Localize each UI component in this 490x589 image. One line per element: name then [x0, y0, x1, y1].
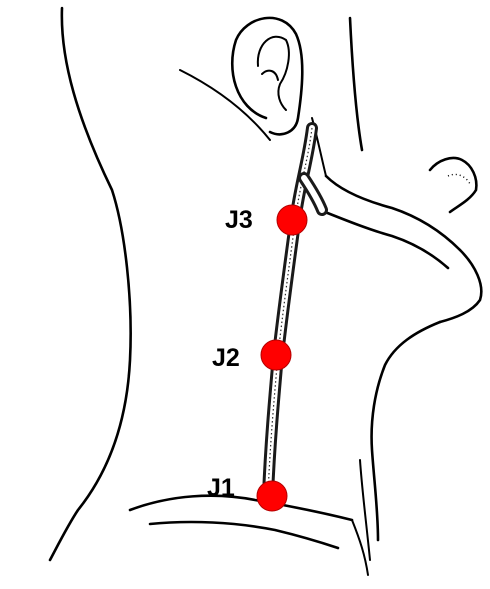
marker-label-j1: J1 — [207, 474, 235, 502]
jaw-throat-outline — [350, 18, 362, 150]
marker-dot-j3 — [277, 205, 307, 235]
lip-detail — [448, 174, 470, 184]
marker-j3: J3 — [225, 205, 307, 235]
shoulder-line — [352, 520, 368, 575]
clavicle-upper — [130, 496, 352, 520]
marker-label-j2: J2 — [212, 344, 240, 372]
ear-tragus — [262, 71, 278, 80]
marker-dot-j2 — [261, 340, 291, 370]
throat-outline — [372, 322, 440, 540]
chin-upper — [430, 158, 476, 212]
back-of-head-outline — [50, 8, 131, 560]
marker-dot-j1 — [257, 481, 287, 511]
hair-line — [180, 70, 270, 140]
ear-outer — [232, 18, 302, 134]
clavicle-lower — [150, 522, 338, 548]
jaw-line — [326, 176, 460, 250]
chin-lower — [440, 250, 481, 322]
marker-j1: J1 — [207, 474, 287, 511]
marker-j2: J2 — [212, 340, 291, 372]
marker-label-j3: J3 — [225, 206, 253, 234]
neck-front-line — [320, 210, 448, 268]
